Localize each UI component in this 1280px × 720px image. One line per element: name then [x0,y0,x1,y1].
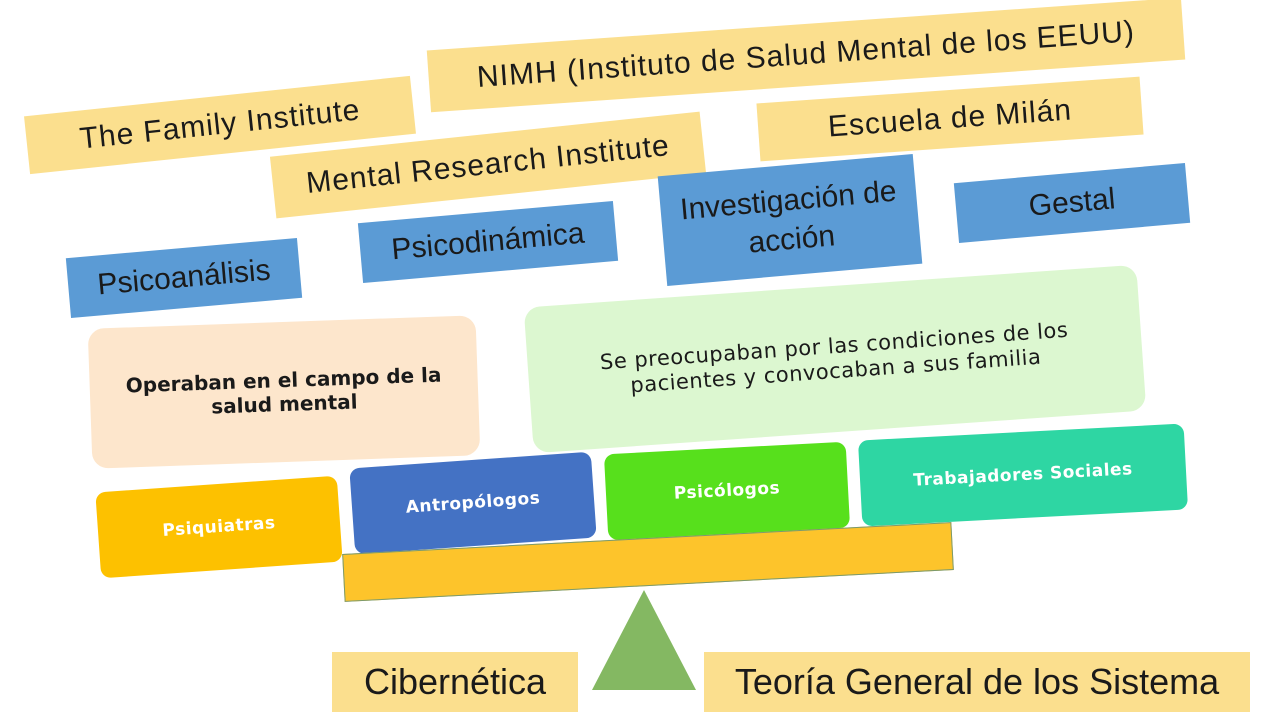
gestal-label: Gestal [953,163,1191,243]
investigacion-de-accion-label: Investigación de acción [657,154,923,286]
antropologos-block: Antropólogos [349,451,597,555]
psicoanalisis-label: Psicoanálisis [65,238,303,318]
teoria-general-sistemas-label: Teoría General de los Sistema [704,652,1250,712]
psicodinamica-label: Psicodinámica [357,200,619,284]
psiquiatras-block: Psiquiatras [95,475,343,579]
cibernetica-label: Cibernética [332,652,578,712]
fulcrum-triangle-icon [592,590,696,690]
preocupaban-description: Se preocupaban por las condiciones de lo… [523,264,1147,454]
psicologos-block: Psicólogos [603,441,851,541]
operaban-description: Operaban en el campo de la salud mental [87,315,481,469]
escuela-de-milan-label: Escuela de Milán [756,76,1144,162]
trabajadores-sociales-block: Trabajadores Sociales [857,423,1189,527]
